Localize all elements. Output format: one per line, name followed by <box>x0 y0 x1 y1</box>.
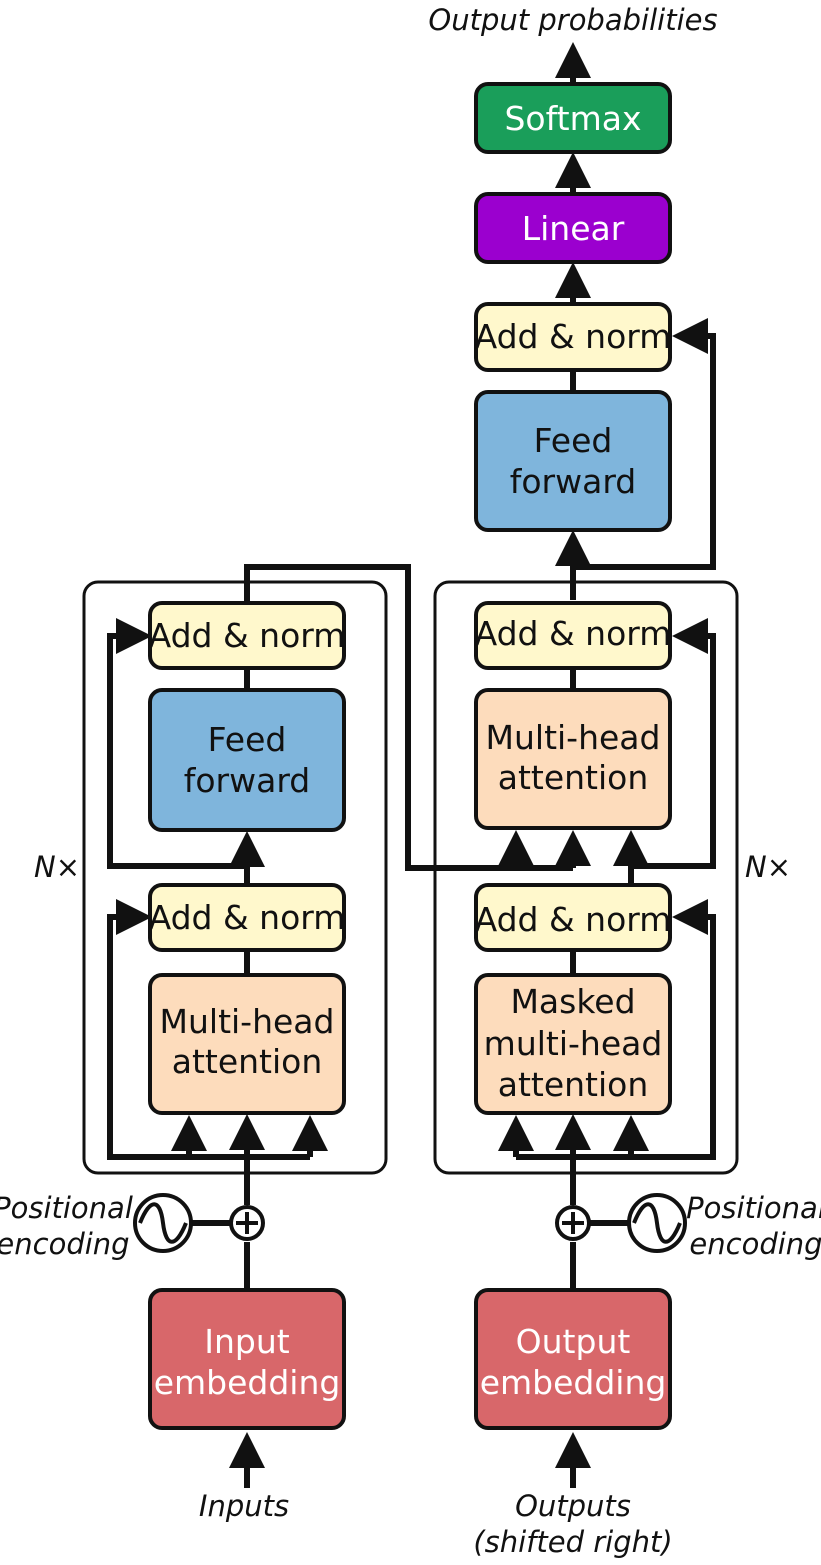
output-embedding-box <box>474 1288 672 1430</box>
encoder-add-norm-bottom-label: Add & norm <box>149 898 346 937</box>
decoder-top-add-norm-box <box>474 302 672 372</box>
decoder-top-feed-forward-line2: forward <box>510 462 637 501</box>
outputs-label-line1: Outputs <box>515 1489 631 1523</box>
output-embedding-line1: Output <box>516 1322 631 1361</box>
encoder-attention-box <box>148 973 346 1115</box>
decoder-top-add-norm-label: Add & norm <box>475 317 672 356</box>
encoder-add-norm-top-box <box>148 601 346 670</box>
input-embedding-box <box>148 1288 346 1430</box>
decoder-attention-line2: attention <box>498 758 649 797</box>
encoder-attention-line1: Multi-head <box>160 1002 335 1041</box>
positional-encoding-left-line1: Positional <box>0 1191 133 1225</box>
encoder-attention-line2: attention <box>172 1042 323 1081</box>
positional-encoding-right-line1: Positional <box>686 1191 821 1225</box>
positional-encoding-right-line2: encoding <box>689 1227 821 1261</box>
decoder-repeat-label: N× <box>745 850 791 884</box>
residual-decoder-masked <box>672 899 716 1160</box>
decoder-frame <box>433 580 739 1175</box>
decoder-masked-attention-line3: attention <box>498 1065 649 1104</box>
linear-label: Linear <box>522 209 625 248</box>
sine-icon <box>627 1193 687 1253</box>
residual-encoder-attn <box>107 899 152 1160</box>
encoder-feed-forward-box <box>148 688 346 832</box>
decoder-top-feed-forward-box <box>474 390 672 532</box>
outputs-label-line2: (shifted right) <box>473 1525 672 1559</box>
softmax-label: Softmax <box>504 99 641 138</box>
linear-box <box>474 192 672 264</box>
encoder-repeat-label: N× <box>34 850 80 884</box>
decoder-top-feed-forward-line1: Feed <box>534 421 613 460</box>
add-icon <box>229 1205 265 1241</box>
decoder-attention-box <box>474 688 672 830</box>
encoder-add-norm-top-label: Add & norm <box>149 616 346 655</box>
positional-encoding-left-line2: encoding <box>0 1227 130 1261</box>
inputs-label: Inputs <box>199 1489 289 1523</box>
decoder-masked-attention-line2: multi-head <box>484 1024 663 1063</box>
output-embedding-line2: embedding <box>480 1363 667 1402</box>
encoder-output-to-decoder <box>244 564 573 871</box>
input-embedding-line2: embedding <box>154 1363 341 1402</box>
residual-encoder-ff <box>107 618 247 869</box>
residual-decoder-cross <box>631 618 716 869</box>
input-embedding-line1: Input <box>204 1322 290 1361</box>
softmax-box <box>474 82 672 154</box>
decoder-add-norm-top-box <box>474 601 672 670</box>
decoder-add-norm-top-label: Add & norm <box>475 614 672 653</box>
residual-top-decoder <box>573 318 716 570</box>
encoder-feed-forward-line1: Feed <box>208 720 287 759</box>
decoder-add-norm-bottom-label: Add & norm <box>475 900 672 939</box>
sine-icon <box>133 1193 193 1253</box>
decoder-add-norm-bottom-box <box>474 883 672 952</box>
encoder-feed-forward-line2: forward <box>184 761 311 800</box>
add-icon <box>555 1205 591 1241</box>
decoder-masked-attention-line1: Masked <box>510 982 635 1021</box>
decoder-attention-line1: Multi-head <box>486 718 661 757</box>
decoder-masked-attention-box <box>474 973 672 1115</box>
encoder-add-norm-bottom-box <box>148 883 346 952</box>
encoder-frame <box>82 580 388 1175</box>
output-probabilities-label: Output probabilities <box>428 3 717 37</box>
